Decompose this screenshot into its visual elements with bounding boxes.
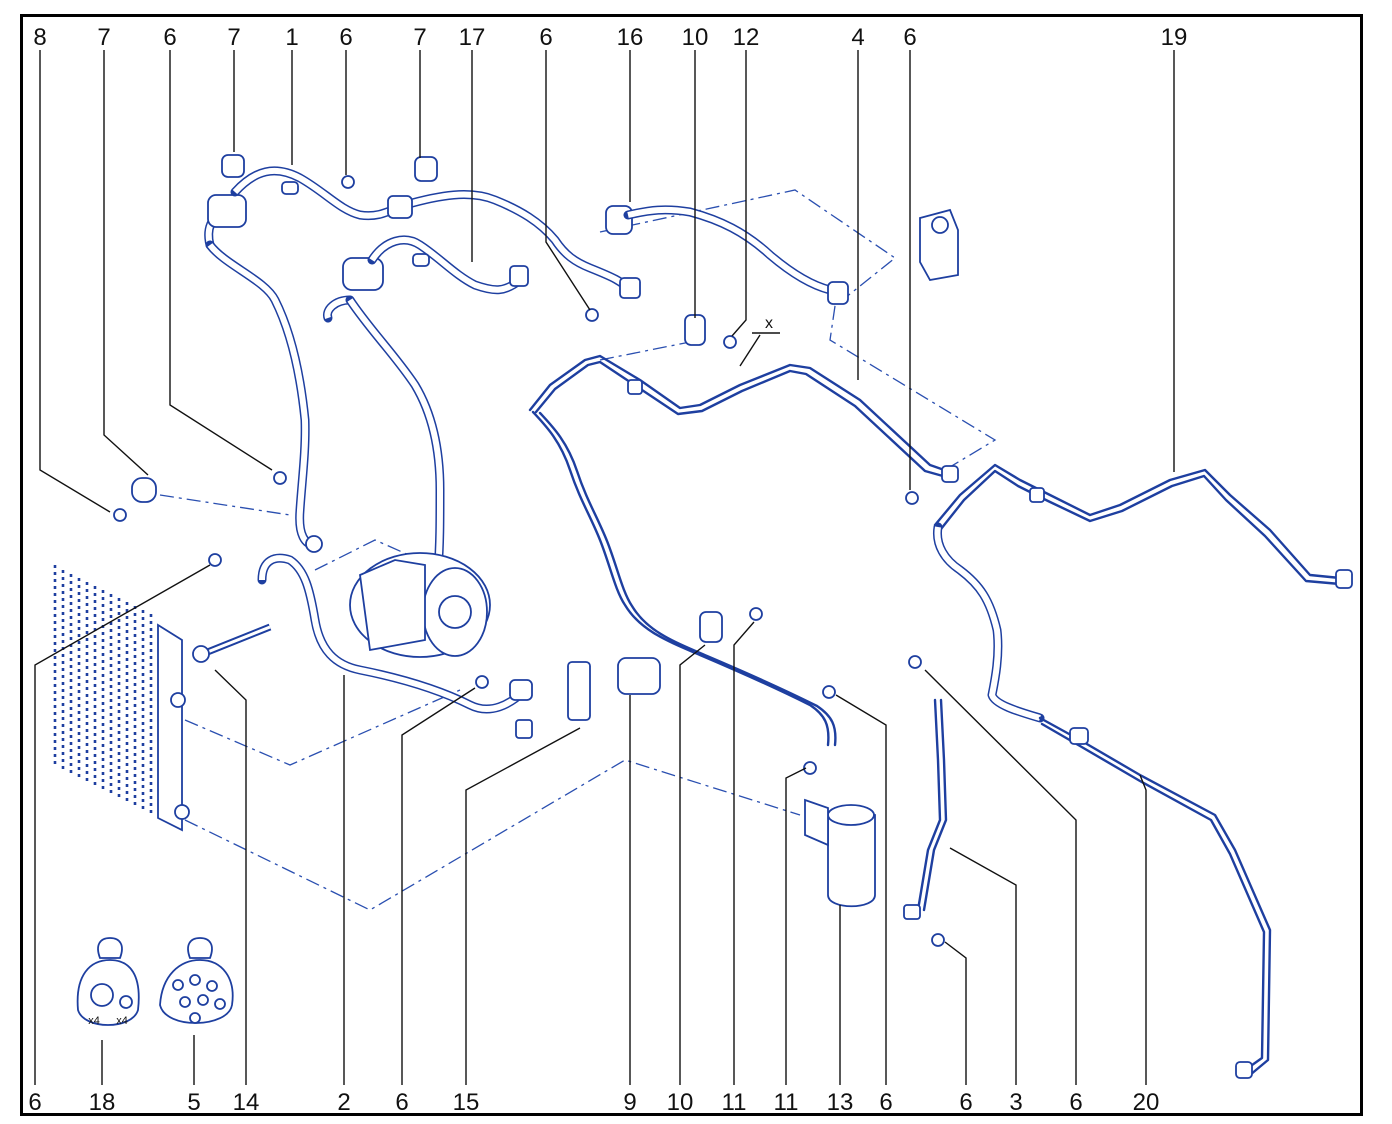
pipe-20	[1038, 716, 1272, 1079]
axis-marker-arrow	[739, 334, 761, 367]
assembly-line-top	[599, 189, 897, 307]
callout-bottom: 6	[395, 1089, 408, 1116]
pipe-19	[932, 463, 1353, 723]
bolt-6b	[585, 308, 599, 322]
callout-bottom: 20	[1133, 1089, 1160, 1116]
expansion-valve	[919, 208, 959, 281]
assembly-line-bottom	[184, 759, 801, 911]
callout-bottom: 6	[959, 1089, 972, 1116]
bolt-11b	[803, 761, 817, 775]
bolt-6d	[905, 491, 919, 505]
callout-bottom: 9	[623, 1089, 636, 1116]
leader-6-c	[545, 50, 591, 311]
compressor	[349, 552, 491, 658]
leader-11-a	[733, 621, 755, 1085]
leader-6-f	[401, 687, 476, 1085]
callout-top: 7	[227, 24, 240, 51]
bolt-6h	[908, 655, 922, 669]
bolt-6c	[273, 471, 287, 485]
callout-top: 12	[733, 24, 760, 51]
leader-20	[1139, 774, 1147, 1085]
bolt-6f	[475, 675, 489, 689]
callout-bottom: 2	[337, 1089, 350, 1116]
hose-1	[204, 166, 641, 553]
leader-7-left	[103, 50, 149, 476]
callout-bottom: 13	[827, 1089, 854, 1116]
assembly-line-bracket	[159, 494, 291, 516]
leader-6-i	[924, 669, 1077, 1085]
callout-bottom: 11	[722, 1089, 747, 1116]
condenser	[53, 565, 190, 832]
bolt-6g	[822, 685, 836, 699]
callout-bottom: 18	[89, 1089, 116, 1116]
callout-bottom: 3	[1009, 1089, 1022, 1116]
assembly-line-compressor	[314, 539, 421, 571]
pipe-4	[528, 354, 959, 747]
clip-7a	[221, 154, 245, 178]
leader-11-b	[785, 767, 807, 1085]
callout-top: 6	[163, 24, 176, 51]
hose-17	[323, 235, 529, 597]
bolt-6e	[208, 553, 222, 567]
callout-top: 6	[339, 24, 352, 51]
callout-bottom: 10	[667, 1089, 694, 1116]
bolt-6a	[341, 175, 355, 189]
bolt-6i	[931, 933, 945, 947]
leader-8	[39, 50, 111, 513]
clip-9	[617, 657, 661, 695]
leader-6-h	[944, 941, 967, 1085]
assembly-line-condenser	[184, 689, 461, 766]
pipe-3	[903, 698, 948, 920]
leader-12	[731, 50, 747, 337]
callout-bottom: 6	[1069, 1089, 1082, 1116]
kit-qty-orings: x4	[88, 1015, 100, 1027]
callout-top: 8	[33, 24, 46, 51]
clip-7c	[131, 477, 157, 503]
hose-2	[257, 553, 533, 714]
callout-top: 19	[1161, 24, 1188, 51]
pressure-switch	[515, 661, 591, 739]
leader-14	[214, 669, 247, 1085]
leader-15	[465, 727, 581, 1085]
callout-top: 7	[413, 24, 426, 51]
callout-top: 4	[851, 24, 864, 51]
callout-top: 16	[617, 24, 644, 51]
callout-top: 1	[285, 24, 298, 51]
assembly-line-right	[829, 305, 997, 471]
leader-6-left	[169, 50, 273, 471]
hose-16	[605, 205, 849, 305]
callout-bottom: 6	[28, 1089, 41, 1116]
kit-qty-seals: x4	[116, 1015, 128, 1027]
callout-top: 17	[459, 24, 486, 51]
seal-kit-5	[159, 937, 234, 1024]
leader-6-g	[835, 694, 887, 1085]
assembly-line-mid	[599, 339, 701, 361]
clip-10b	[699, 611, 723, 643]
callout-bottom: 11	[774, 1089, 799, 1116]
callout-top: 10	[682, 24, 709, 51]
leader-3	[949, 847, 1017, 1085]
callout-top: 6	[903, 24, 916, 51]
callout-bottom: 6	[879, 1089, 892, 1116]
receiver-drier	[804, 798, 876, 908]
callout-bottom: 5	[187, 1089, 200, 1116]
clip-7b	[414, 156, 438, 182]
clip-10a	[684, 314, 706, 346]
leader-10-bottom	[679, 644, 706, 1085]
callout-bottom: 15	[453, 1089, 480, 1116]
callout-bottom: 14	[233, 1089, 260, 1116]
axis-marker-label: x	[765, 315, 773, 332]
nut-12	[723, 335, 737, 349]
seal-kit-18: x4 x4	[76, 937, 140, 1027]
callout-top: 6	[539, 24, 552, 51]
callout-top: 7	[97, 24, 110, 51]
leader-6-e	[34, 564, 211, 1085]
bolt-14	[192, 623, 272, 663]
bolt-8	[113, 508, 127, 522]
bolt-11a	[749, 607, 763, 621]
